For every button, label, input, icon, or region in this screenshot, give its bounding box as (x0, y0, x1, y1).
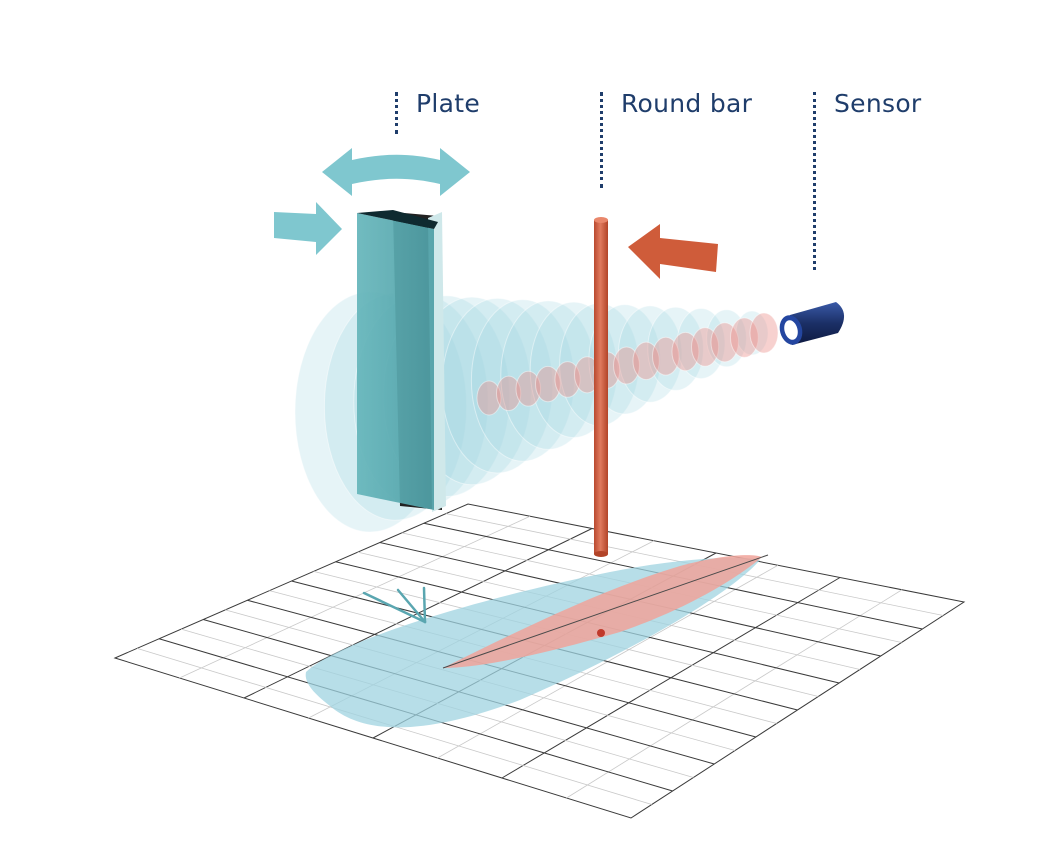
field-ellipse (706, 309, 747, 368)
bar-field (476, 312, 779, 416)
field-ellipse (735, 310, 769, 356)
round-bar (594, 217, 608, 557)
round-bar-shaft (594, 220, 608, 554)
field-ellipse (496, 375, 522, 412)
field-ellipse (730, 317, 759, 358)
field-ellipse (691, 327, 720, 367)
field-ellipse (617, 305, 683, 403)
double-arrow-icon (322, 148, 470, 196)
push-arrow-icon (274, 202, 342, 255)
footprint-arrow-icon (362, 586, 427, 624)
plate-leader-line (395, 92, 398, 134)
round-bar-leader-line (600, 92, 603, 188)
plate-label: Plate (416, 89, 481, 118)
field-ellipse (652, 336, 680, 376)
field-ellipse (613, 346, 640, 385)
sensor-label: Sensor (834, 89, 922, 118)
round-bar-top (594, 217, 608, 223)
sensor-icon (779, 302, 845, 345)
round-bar-bottom (594, 551, 608, 557)
plate (357, 210, 446, 512)
bar-base-dot (597, 629, 605, 637)
plate-top-edge (357, 210, 438, 229)
center-axis (442, 554, 769, 669)
field-ellipse (470, 299, 575, 462)
round-bar-label: Round bar (621, 89, 753, 118)
ground-footprint (305, 554, 769, 728)
field-ellipse (671, 331, 700, 372)
field-ellipse (476, 380, 502, 416)
sensor-leader-line (813, 92, 816, 270)
grid-border (113, 503, 966, 819)
field-ellipse (710, 322, 739, 363)
field-ellipse (749, 312, 779, 354)
field-ellipse (676, 307, 726, 380)
bar-arrow-icon (628, 224, 718, 279)
field-ellipse (535, 365, 561, 403)
plate-front-face (357, 213, 434, 510)
field-ellipse (554, 361, 581, 398)
field-ellipse (647, 306, 704, 391)
field-ellipse (515, 370, 542, 407)
field-ellipse (632, 341, 660, 381)
